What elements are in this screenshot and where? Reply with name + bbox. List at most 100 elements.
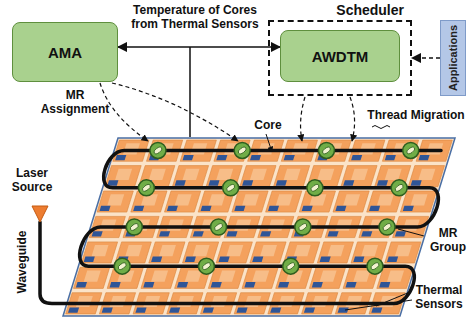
core-highlight (250, 169, 267, 180)
thermal-sensor (216, 155, 227, 160)
microring (379, 219, 395, 235)
core-highlight (84, 271, 101, 282)
mr-assignment-arrow (112, 83, 238, 141)
microring-core (129, 222, 139, 231)
annotation-label: Temperature of Cores from Thermal Sensor… (122, 3, 268, 31)
core-highlight (260, 245, 277, 256)
microring-core (370, 262, 380, 271)
thermal-sensor (102, 308, 113, 313)
thermal-sensor (175, 180, 186, 185)
thermal-sensor (234, 206, 245, 211)
core-highlight (328, 245, 345, 256)
core-highlight (244, 296, 261, 307)
thermal-sensor (76, 282, 87, 287)
waveguide-group (40, 151, 441, 304)
thermal-sensor (361, 231, 372, 236)
microring-core (310, 183, 320, 192)
core-tile (149, 242, 185, 263)
core-highlight (143, 296, 160, 307)
thermal-sensor (84, 257, 95, 262)
core-tile (141, 267, 177, 288)
thermal-sensor (351, 155, 362, 160)
thermal-sensor (371, 308, 382, 313)
thermal-sensor (343, 180, 354, 185)
microring-core (298, 222, 308, 231)
annotation-label: Laser Source (2, 166, 62, 194)
thermal-sensor (185, 257, 196, 262)
thermal-sensor (211, 282, 222, 287)
core-tile (266, 191, 302, 212)
core-highlight (125, 245, 142, 256)
thermal-sensor (183, 155, 194, 160)
microring (307, 180, 323, 196)
thermal-sensor (68, 308, 79, 313)
thermal-sensor (268, 206, 279, 211)
annotation-label: Waveguide (15, 231, 29, 294)
heat-squiggle (372, 126, 390, 129)
microring (223, 180, 239, 196)
microring-core (286, 262, 296, 271)
thermal-sensor (419, 155, 430, 160)
thermal-sensor (302, 206, 313, 211)
core-tile (309, 267, 345, 288)
core-highlight (193, 245, 210, 256)
microring-core (382, 222, 392, 231)
core-highlight (242, 194, 259, 205)
core-highlight (252, 271, 269, 282)
annotation-label: MR Group (426, 226, 470, 254)
microring-core (321, 146, 331, 155)
core-highlight (167, 220, 184, 231)
thermal-sensor (110, 282, 121, 287)
core-highlight (216, 169, 233, 180)
core-highlight (403, 220, 420, 231)
core-tile (216, 242, 252, 263)
thermal-sensor (115, 155, 126, 160)
thermal-sensor (284, 155, 295, 160)
core-tile (333, 191, 369, 212)
core-tile (408, 166, 444, 187)
microring-core (226, 183, 236, 192)
core-highlight (343, 194, 360, 205)
thermal-sensor (92, 231, 103, 236)
thermal-sensor (369, 206, 380, 211)
core-tile (341, 166, 377, 187)
core-highlight (211, 296, 228, 307)
core-highlight (175, 194, 192, 205)
core-highlight (395, 245, 412, 256)
core-tile (400, 191, 436, 212)
thermal-sensor (304, 308, 315, 313)
core-highlight (353, 271, 370, 282)
thermal-sensor (226, 231, 237, 236)
thermal-sensor (250, 155, 261, 160)
process-box: AMA (12, 22, 118, 82)
laser-source-symbol (32, 206, 48, 222)
core-highlight (177, 296, 194, 307)
core-highlight (377, 194, 394, 205)
mr-group-leader (398, 229, 424, 236)
thermal-sensor (133, 206, 144, 211)
thermal-sensor (219, 257, 230, 262)
thermal-sensor (242, 180, 253, 185)
sensor-leader (376, 292, 410, 306)
thermal-sensor (403, 206, 414, 211)
thermal-sensor (312, 282, 323, 287)
thermal-sensor (252, 257, 263, 262)
thermal-sensor (107, 180, 118, 185)
thread-migration-arrow (301, 97, 305, 141)
microring-core (117, 262, 127, 271)
thermal-sensor (377, 180, 388, 185)
microring-core (213, 222, 223, 231)
core-highlight (284, 169, 301, 180)
thermal-sensor (177, 282, 188, 287)
process-box: AWDTM (280, 30, 400, 82)
core-highlight (107, 194, 124, 205)
thermal-sensor (353, 257, 364, 262)
thermal-sensor (143, 282, 154, 287)
waveguide (40, 151, 441, 304)
annotation-label: Thread Migration (362, 108, 470, 122)
core-highlight (294, 245, 311, 256)
applications-box: Applications (440, 20, 466, 96)
scheduler-group: SchedulerAWDTM (268, 20, 412, 96)
core-tile (165, 191, 201, 212)
core-tile (172, 166, 208, 187)
